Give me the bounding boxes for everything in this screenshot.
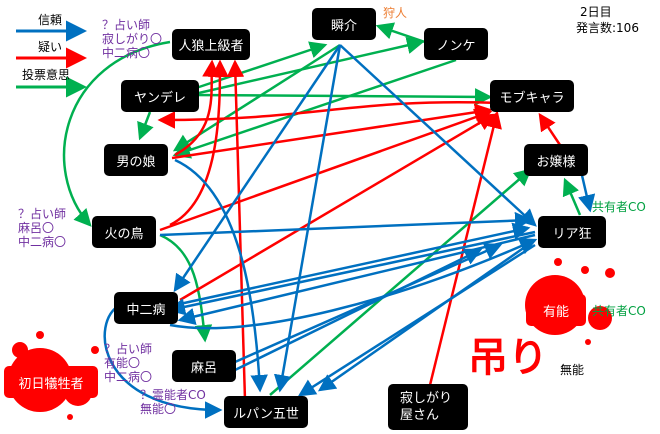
note-line: 無能〇 <box>140 402 177 416</box>
edge-trust <box>174 158 268 393</box>
legend-doubt-label: 疑い <box>38 40 63 54</box>
node-shunsuke[interactable]: 瞬介 <box>312 8 376 40</box>
node-shonichi[interactable]: 初日犠牲者 <box>4 366 98 398</box>
node-lupin[interactable]: ルパン五世 <box>224 396 308 428</box>
edge-trust <box>234 243 503 364</box>
edge-vote <box>159 233 213 343</box>
node-yandere[interactable]: ヤンデレ <box>121 80 199 112</box>
day-label: 2日目 <box>580 5 612 19</box>
edge-trust <box>159 211 533 237</box>
edge-vote <box>172 58 457 159</box>
note-seer-b: ？占い師 麻呂〇 中二病〇 <box>18 207 66 249</box>
note-seer-a: ？占い師 寂しがり〇 中二病〇 <box>102 18 162 60</box>
edge-vote <box>137 111 154 141</box>
edge-doubt <box>179 113 496 302</box>
cohost-co-label-2: 共有者CO <box>592 304 646 318</box>
note-line: 中二病〇 <box>102 46 151 60</box>
legend-vote-label: 投票意思 <box>22 68 71 82</box>
note-line: 有能〇 <box>104 356 141 370</box>
node-chuni[interactable]: 中二病 <box>114 292 178 324</box>
node-riakyo[interactable]: リア狂 <box>538 216 606 248</box>
node-hinotori[interactable]: 火の鳥 <box>92 216 156 248</box>
edge-trust <box>234 248 483 372</box>
note-line: 中二病〇 <box>18 235 67 249</box>
edge-doubt <box>538 112 562 146</box>
edge-doubt <box>157 101 501 129</box>
node-ojou[interactable]: お嬢様 <box>524 144 588 176</box>
edge-trust <box>297 243 536 397</box>
note-line: ？占い師 <box>104 342 153 356</box>
hunter-label: 狩人 <box>383 6 408 20</box>
note-seer-c: ？占い師 有能〇 中二病〇 <box>104 342 152 384</box>
node-nonke[interactable]: ノンケ <box>424 28 488 60</box>
note-line: ？霊能者CO <box>140 388 206 402</box>
node-jinro[interactable]: 人狼上級者 <box>172 29 250 60</box>
node-otoko[interactable]: 男の娘 <box>104 144 168 176</box>
legend-trust-label: 信頼 <box>38 13 63 27</box>
edge-vote <box>62 40 171 227</box>
note-line: 中二病〇 <box>104 370 153 384</box>
edge-doubt <box>171 103 493 160</box>
edge-vote <box>189 88 493 106</box>
post-count: 発言数:106 <box>576 21 639 35</box>
edge-vote <box>375 22 426 44</box>
note-line: ？占い師 <box>18 207 67 221</box>
edge-trust <box>273 44 342 393</box>
note-line: 寂しがり〇 <box>102 32 163 46</box>
edge-trust <box>339 44 537 227</box>
node-maro[interactable]: 麻呂 <box>172 350 236 382</box>
edge-vote <box>172 43 341 152</box>
node-yuno[interactable]: 有能 <box>526 294 586 326</box>
incompetent-label: 無能 <box>560 363 585 377</box>
edge-trust <box>173 44 342 293</box>
edge-trust <box>167 230 536 316</box>
node-sabishigari-line2: 屋さん <box>400 408 440 423</box>
edge-trust <box>103 303 223 419</box>
hanged-label: 吊り <box>468 335 548 381</box>
note-line: 麻呂〇 <box>18 221 55 235</box>
node-mob[interactable]: モブキャラ <box>490 80 574 112</box>
node-sabishigari[interactable]: 寂しがり 屋さん <box>388 384 468 430</box>
edge-trust <box>169 238 538 330</box>
node-sabishigari-line1: 寂しがり <box>400 391 453 406</box>
edge-vote <box>562 177 582 216</box>
note-line: ？占い師 <box>102 18 151 32</box>
note-medium: ？霊能者CO 無能〇 <box>140 388 206 416</box>
edge-vote <box>269 168 532 396</box>
edge-vote <box>189 36 425 97</box>
edge-trust <box>174 222 531 307</box>
cohost-co-label-1: 共有者CO <box>592 200 646 214</box>
